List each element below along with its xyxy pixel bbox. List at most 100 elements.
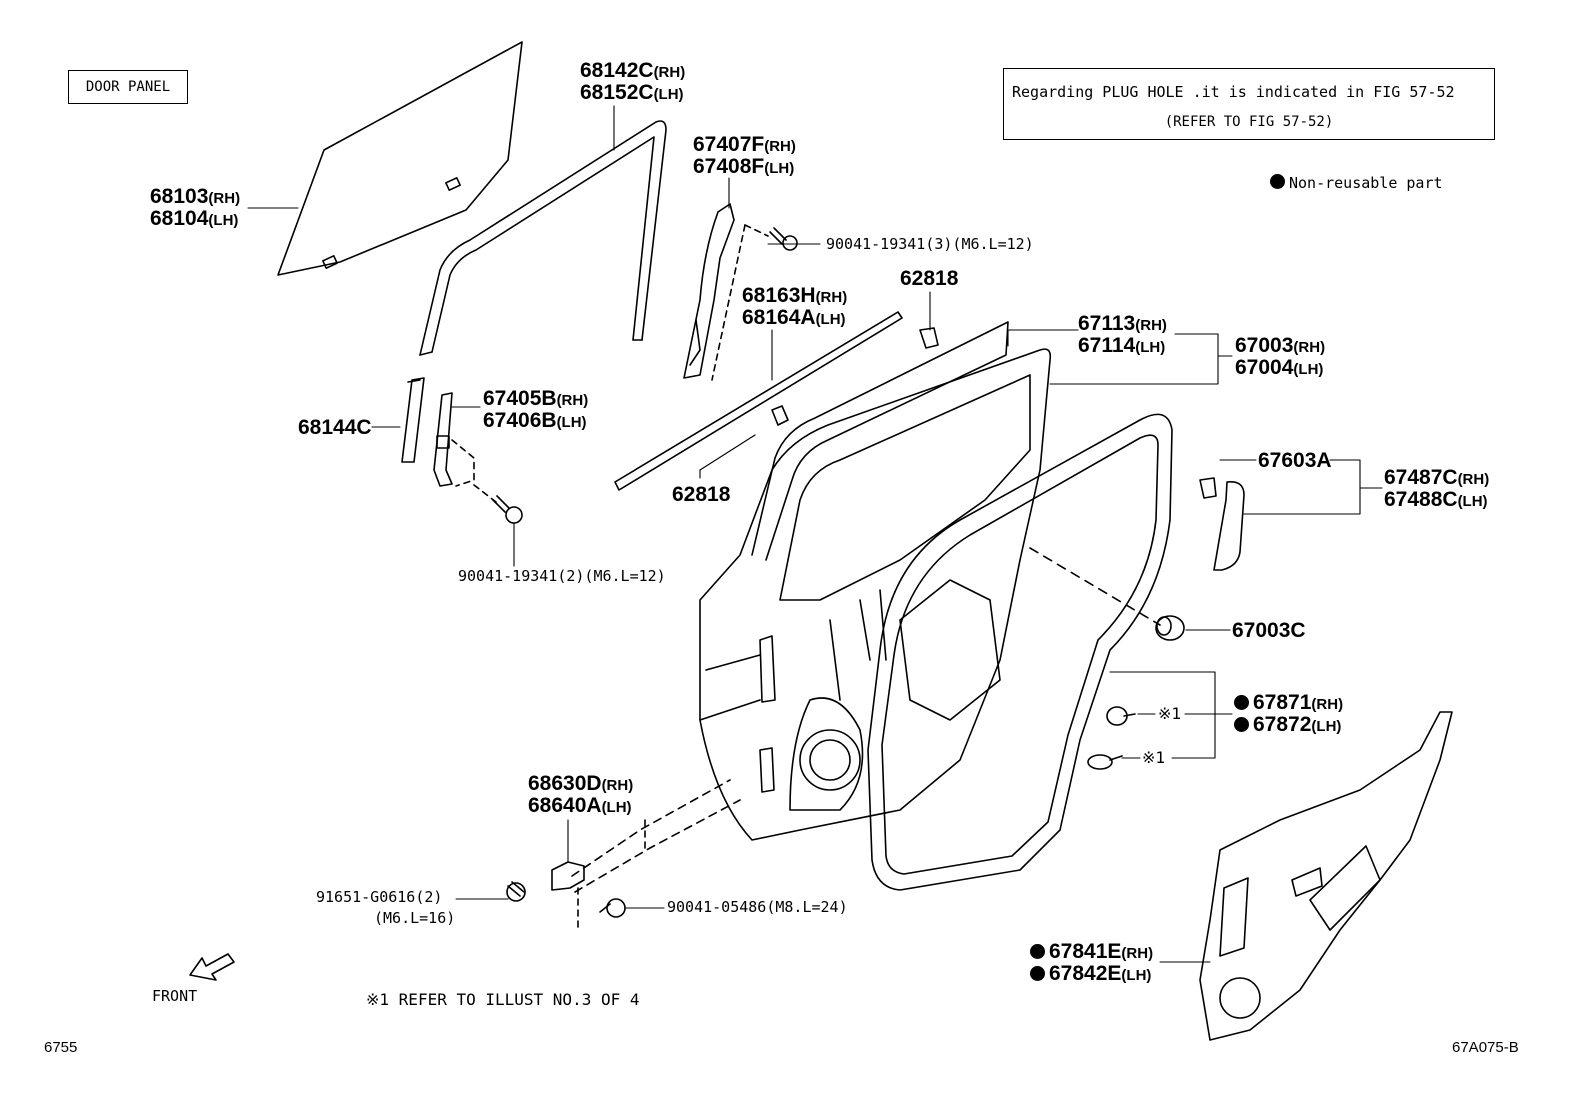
part-number: 67407F	[693, 133, 765, 156]
part-label-67405b: 67405B(RH)	[483, 388, 588, 409]
part-suffix: (RH)	[1293, 339, 1326, 356]
page-code-right: 67A075-B	[1452, 1039, 1519, 1056]
footer-note: ※1 REFER TO ILLUST NO.3 OF 4	[366, 990, 640, 1009]
frame-moulding-drawing	[751, 321, 1009, 561]
part-label-67003: 67003(RH)	[1235, 335, 1325, 356]
part-label-bolt-05486: 90041-05486(M8.L=24)	[667, 898, 848, 916]
non-reusable-dot-icon	[1030, 966, 1045, 981]
part-number: 67114	[1078, 334, 1136, 357]
part-label-67113: 67113(RH)	[1078, 313, 1167, 334]
door-glass-drawing	[277, 41, 523, 276]
part-number: 67004	[1235, 356, 1294, 379]
part-label-67114: 67114(LH)	[1078, 335, 1165, 356]
part-number: 68163H	[742, 284, 816, 307]
non-reusable-dot-icon	[1030, 944, 1045, 959]
part-number: 68103	[150, 185, 209, 208]
reference-mark-1a: ※1	[1158, 704, 1182, 723]
part-number: 67841E	[1049, 940, 1122, 963]
part-label-68144c: 68144C	[298, 416, 372, 439]
door-shell-drawing	[699, 348, 1052, 841]
part-suffix: (RH)	[764, 138, 796, 155]
non-reusable-dot-icon	[1234, 695, 1249, 710]
part-suffix: (RH)	[1121, 945, 1154, 962]
part-suffix: (RH)	[1135, 317, 1167, 334]
part-label-67871: 67871(RH)	[1234, 692, 1343, 713]
part-label-67488c: 67488C(LH)	[1384, 489, 1488, 510]
part-label-67408f: 67408F(LH)	[693, 156, 794, 177]
part-number: 68630D	[528, 772, 602, 795]
part-label-62818-top: 62818	[900, 267, 959, 290]
part-label-67842e: 67842E(LH)	[1030, 963, 1151, 984]
front-arrow-icon	[189, 953, 235, 981]
trim-board-drawing	[1199, 711, 1453, 1041]
part-label-62818-bottom: 62818	[672, 483, 731, 506]
check-cover-drawing	[1199, 477, 1245, 571]
part-label-68104: 68104(LH)	[150, 208, 238, 229]
part-suffix: (RH)	[653, 64, 686, 81]
part-suffix: (RH)	[601, 777, 634, 794]
section-tag: DOOR PANEL	[68, 70, 188, 104]
part-number: 67872	[1253, 713, 1312, 736]
part-suffix: (LH)	[815, 311, 846, 328]
part-label-68152c: 68152C(LH)	[580, 82, 684, 103]
belt-moulding-drawing	[614, 311, 939, 491]
part-label-68163h: 68163H(RH)	[742, 285, 847, 306]
glass-run-drawing	[419, 120, 667, 356]
rear-run-channel-drawing	[401, 377, 425, 463]
part-suffix: (LH)	[208, 212, 239, 229]
non-reusable-legend-text: Non-reusable part	[1289, 174, 1443, 192]
lower-sash-drawing	[433, 392, 523, 524]
part-label-68630d: 68630D(RH)	[528, 773, 633, 794]
part-label-67841e: 67841E(RH)	[1030, 941, 1153, 962]
part-number: 68104	[150, 207, 209, 230]
part-suffix: (RH)	[1457, 471, 1490, 488]
part-label-bolt-19341-2: 90041-19341(2)(M6.L=12)	[458, 567, 666, 585]
division-bar-drawing	[683, 203, 798, 381]
plug-hole-note-line1: Regarding PLUG HOLE .it is indicated in …	[1012, 83, 1455, 101]
part-label-67406b: 67406B(LH)	[483, 410, 587, 431]
part-number: 67408F	[693, 155, 765, 178]
part-number: 68640A	[528, 794, 602, 817]
leader-lines	[247, 105, 1383, 963]
part-number: 67488C	[1384, 488, 1458, 511]
part-label-68142c: 68142C(RH)	[580, 60, 685, 81]
part-label-68103: 68103(RH)	[150, 186, 240, 207]
non-reusable-legend: Non-reusable part	[1270, 174, 1443, 191]
part-label-67003c: 67003C	[1232, 619, 1306, 642]
part-number: 67487C	[1384, 466, 1458, 489]
part-label-91651-g0616: 91651-G0616(2)	[316, 888, 443, 906]
part-label-91651-spec: (M6.L=16)	[374, 909, 456, 927]
clip-drawing	[1087, 706, 1136, 770]
non-reusable-dot-icon	[1234, 717, 1249, 732]
plug-hole-note: Regarding PLUG HOLE .it is indicated in …	[1003, 68, 1495, 140]
part-suffix: (LH)	[601, 799, 632, 816]
part-suffix: (LH)	[1121, 967, 1152, 984]
page-code-left: 6755	[44, 1039, 78, 1056]
part-number: 68152C	[580, 81, 654, 104]
hole-plug-drawing	[1029, 547, 1185, 641]
part-label-67872: 67872(LH)	[1234, 714, 1341, 735]
reference-mark-1b: ※1	[1142, 748, 1166, 767]
part-suffix: (RH)	[1311, 696, 1344, 713]
part-label-67004: 67004(LH)	[1235, 357, 1323, 378]
part-suffix: (RH)	[208, 190, 241, 207]
part-suffix: (LH)	[1135, 339, 1166, 356]
part-suffix: (LH)	[1311, 718, 1342, 735]
part-label-68640a: 68640A(LH)	[528, 795, 632, 816]
front-label: FRONT	[152, 987, 198, 1005]
part-number: 67842E	[1049, 962, 1122, 985]
part-suffix: (LH)	[556, 414, 587, 431]
part-number: 67405B	[483, 387, 557, 410]
part-number: 67113	[1078, 312, 1136, 335]
part-suffix: (LH)	[1293, 361, 1324, 378]
part-suffix: (LH)	[653, 86, 684, 103]
part-label-68164a: 68164A(LH)	[742, 307, 846, 328]
part-label-bolt-19341-3: 90041-19341(3)(M6.L=12)	[826, 235, 1034, 253]
part-number: 67406B	[483, 409, 557, 432]
part-number: 67871	[1253, 691, 1312, 714]
part-suffix: (RH)	[815, 289, 848, 306]
non-reusable-dot-icon	[1270, 174, 1285, 189]
hinge-drawing	[506, 779, 741, 931]
